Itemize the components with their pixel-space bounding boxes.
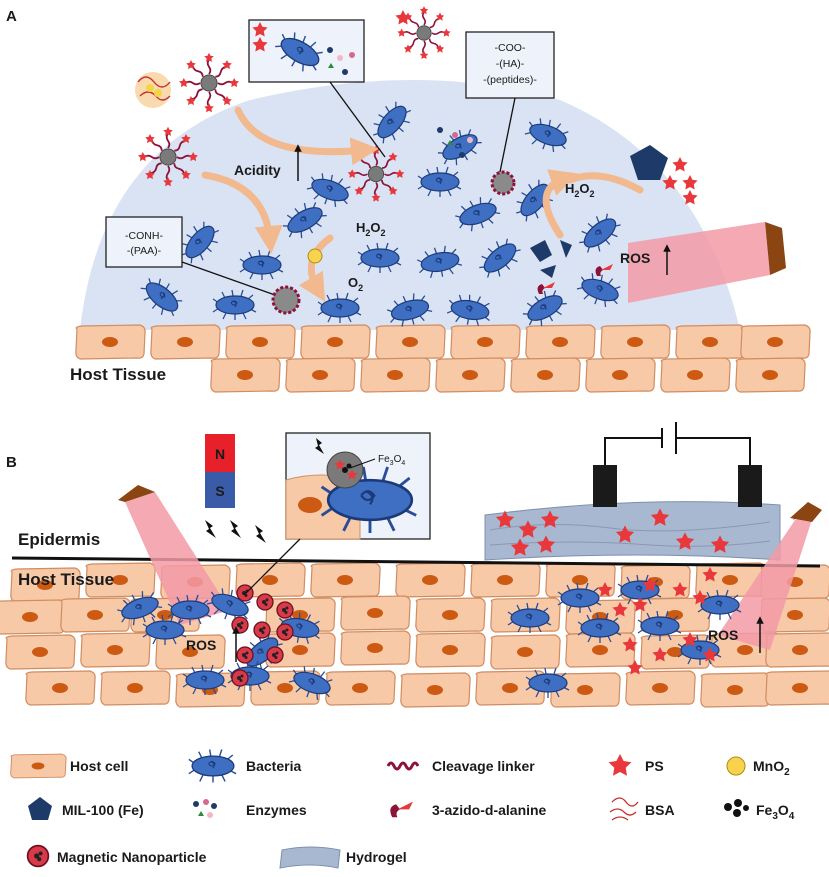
svg-text:-(peptides)-: -(peptides)- [483,74,537,86]
svg-text:N: N [215,446,225,462]
light-emitter-b-right [790,502,822,522]
legend-cleavage-linker: Cleavage linker [386,758,535,774]
legend-mno2: MnO2 [726,756,790,778]
mil100-fragments [530,240,572,278]
svg-text:BSA: BSA [645,802,675,818]
hydrogel-patch [484,422,781,561]
bsa-cluster [135,72,171,108]
svg-text:Magnetic Nanoparticle: Magnetic Nanoparticle [57,849,207,865]
svg-text:MnO2: MnO2 [753,758,790,778]
o2-label: O2 [348,275,363,293]
acidity-label: Acidity [234,162,281,178]
legend: Host cell Bacteria Cleavage linker PS Mn… [10,748,795,869]
nanoparticle [179,53,239,113]
inset-magnetic-np: Fe3O4 [243,432,431,596]
nanoparticle-with-linkers [271,285,301,315]
legend-mil100: MIL-100 (Fe) [28,797,144,820]
flow-arrows-a [201,106,644,303]
callout-coo: -COO- -(HA)- -(peptides)- [465,31,555,173]
nanoparticle [397,6,450,59]
legend-azido-alanine: 3-azido-d-alanine [390,801,547,818]
svg-text:MIL-100 (Fe): MIL-100 (Fe) [62,802,144,818]
host-tissue-a-label: Host Tissue [70,365,166,384]
enzymes-a [437,127,473,158]
legend-enzymes: Enzymes [193,799,307,818]
nanoparticle-with-linkers [490,170,516,196]
svg-text:-(HA)-: -(HA)- [496,58,525,70]
svg-text:Fe3O4: Fe3O4 [378,454,405,467]
mno2-particle [307,248,323,264]
panel-a-label: A [6,8,17,25]
ps-star [682,175,698,190]
legend-hydrogel: Hydrogel [279,846,407,869]
inset-enzyme-release [248,19,386,158]
svg-text:Cleavage linker: Cleavage linker [432,758,535,774]
svg-text:Bacteria: Bacteria [246,758,301,774]
legend-fe3o4: Fe3O4 [724,799,795,822]
legend-magnetic-np: Magnetic Nanoparticle [26,844,207,868]
svg-text:-CONH-: -CONH- [125,230,163,242]
light-beam-a [628,222,770,303]
magnet: N S [205,434,235,508]
panel-b-label: B [6,454,17,471]
svg-text:Hydrogel: Hydrogel [346,849,407,865]
callout-conh: -CONH- -(PAA)- [105,216,276,296]
svg-text:-COO-: -COO- [495,42,526,54]
h2o2-right-label: H2O2 [565,181,595,199]
ps-star [672,157,688,172]
epidermis-label: Epidermis [18,530,100,549]
host-tissue-a [75,324,811,393]
svg-text:Host cell: Host cell [70,758,128,774]
h2o2-left-label: H2O2 [356,220,386,238]
ros-label-b-right: ROS [708,627,738,643]
magnetic-field-bolts [205,520,266,543]
svg-text:3-azido-d-alanine: 3-azido-d-alanine [432,802,547,818]
light-emitter-b-left [118,485,155,502]
svg-text:PS: PS [645,758,664,774]
host-tissue-b [0,562,829,708]
legend-bacteria: Bacteria [188,748,301,784]
ps-star [395,10,411,25]
legend-bsa: BSA [609,797,675,821]
svg-text:Fe3O4: Fe3O4 [756,802,795,822]
legend-ps: PS [608,754,664,776]
svg-text:S: S [215,483,224,499]
light-beam-b-left [125,492,230,625]
ros-label-b-left: ROS [186,637,216,653]
legend-host-cell: Host cell [10,753,128,779]
svg-text:-(PAA)-: -(PAA)- [127,245,162,257]
epidermis-line [11,556,821,568]
mil100-particle [630,145,668,180]
svg-text:Enzymes: Enzymes [246,802,307,818]
host-tissue-b-label: Host Tissue [18,570,114,589]
light-emitter-a [765,222,786,275]
ros-label-a: ROS [620,250,650,266]
light-beam-b-right [718,510,815,650]
